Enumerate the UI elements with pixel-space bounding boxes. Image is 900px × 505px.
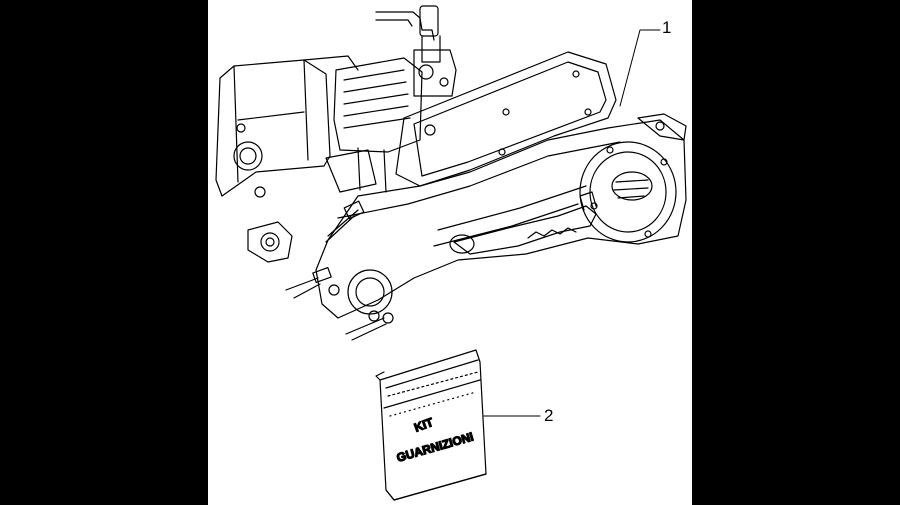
variator-cover <box>579 141 677 243</box>
kick-start-pivot <box>449 234 475 254</box>
intake-tube <box>375 11 435 41</box>
gasket-kit-bag: KIT GUARNIZIONI <box>375 349 487 501</box>
carb-tube-cap <box>419 5 439 37</box>
carburettor-body <box>413 49 457 97</box>
letterbox-left <box>0 0 208 505</box>
crankcase-body <box>315 119 687 319</box>
flywheel-housing <box>347 269 393 315</box>
cable-lead-1 <box>327 209 359 237</box>
cylinder-head <box>333 57 423 153</box>
callout-number-2: 2 <box>544 406 554 425</box>
engine-mount-lug <box>247 221 293 263</box>
engine-assembly-drawing <box>215 5 687 341</box>
diagram-drawing: KIT GUARNIZIONI <box>215 5 687 501</box>
kick-start-spring <box>527 227 577 239</box>
variator-vent <box>611 171 653 201</box>
cable-lead-3 <box>345 317 385 335</box>
transmission-cover-upper <box>395 51 617 187</box>
letterbox-right <box>692 0 900 505</box>
air-filter-box <box>215 59 331 197</box>
cylinder-fins <box>325 149 377 193</box>
callout-number-1: 1 <box>662 18 672 37</box>
filter-cap <box>233 141 263 171</box>
kick-start-lever <box>453 205 597 255</box>
exploded-parts-diagram: KIT GUARNIZIONI 1 2 <box>208 0 692 505</box>
leader-line-1 <box>619 29 661 107</box>
cable-lead-2 <box>285 277 319 291</box>
